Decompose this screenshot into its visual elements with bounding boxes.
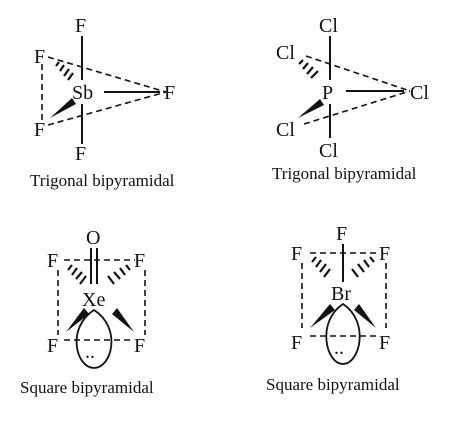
atom-center: Xe — [82, 289, 105, 311]
molecule-sbf5: F F Sb F F F Trigonal bipyramidal — [30, 15, 175, 190]
atom-upper-right: F — [134, 250, 145, 272]
molecule-caption: Square bipyramidal — [266, 375, 400, 394]
atom-upper-left: Cl — [276, 42, 295, 64]
lone-pair-dots: .. — [334, 337, 344, 359]
dashed-edge — [47, 91, 167, 126]
wedge-bond-lower-right — [354, 304, 376, 328]
atom-center: Sb — [72, 82, 93, 104]
atom-bottom: Cl — [319, 140, 338, 162]
atom-lower-left: F — [34, 119, 45, 141]
lone-pair-dots: .. — [85, 341, 95, 363]
molecule-caption: Square bipyramidal — [20, 378, 154, 397]
atom-upper-left: F — [291, 243, 302, 265]
molecule-pcl5: Cl Cl P Cl Cl Cl Trigonal bipyramidal — [272, 15, 429, 183]
atom-right: Cl — [410, 82, 429, 104]
atom-lower-left: F — [47, 335, 58, 357]
atom-upper-left: F — [47, 250, 58, 272]
atom-upper-right: F — [379, 243, 390, 265]
atom-lower-left: F — [291, 332, 302, 354]
atom-center: P — [322, 82, 333, 104]
wedge-bond-lower-left — [66, 308, 89, 332]
hashed-bond-upper-left — [298, 59, 319, 79]
hashed-bond-upper-right — [107, 264, 131, 285]
atom-center: Br — [331, 283, 351, 305]
atom-bottom: F — [75, 143, 86, 165]
atom-lower-left: Cl — [276, 119, 295, 141]
lone-pair-lobe — [325, 302, 361, 365]
atom-right: F — [164, 82, 175, 104]
hashed-bond-upper-right — [351, 256, 375, 278]
molecule-xeof4: .. O F F Xe F F Square bipyramidal — [20, 227, 154, 397]
wedge-bond-lower-left — [298, 99, 324, 118]
atom-top: O — [86, 227, 100, 249]
wedge-bond-lower-right — [112, 308, 134, 332]
molecule-caption: Trigonal bipyramidal — [272, 164, 417, 183]
wedge-bond-lower-left — [50, 98, 76, 118]
hashed-bond-upper-left — [67, 264, 87, 285]
dashed-edge — [47, 56, 167, 93]
atom-top: F — [336, 223, 347, 245]
molecule-brf5: .. F F F Br F F Square bipyramidal — [266, 223, 400, 394]
wedge-bond-lower-left — [310, 304, 335, 328]
atom-upper-left: F — [34, 46, 45, 68]
hashed-bond-upper-left — [55, 61, 74, 81]
hashed-bond-upper-left — [311, 256, 331, 278]
molecule-caption: Trigonal bipyramidal — [30, 171, 175, 190]
dashed-edge — [303, 90, 411, 125]
dashed-edge — [305, 55, 411, 92]
atom-lower-right: F — [134, 335, 145, 357]
atom-lower-right: F — [379, 332, 390, 354]
atom-top: Cl — [319, 15, 338, 37]
atom-top: F — [75, 15, 86, 37]
lone-pair-lobe — [75, 308, 113, 369]
